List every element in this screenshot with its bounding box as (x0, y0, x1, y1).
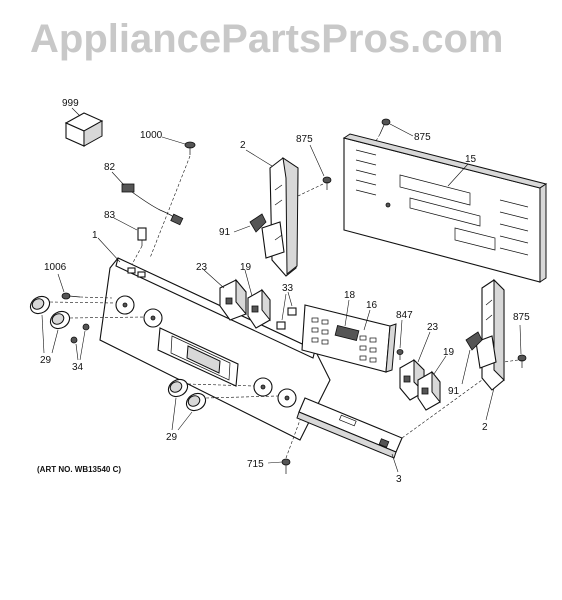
keypad-buttons (311, 317, 377, 363)
label-2-left: 2 (240, 140, 246, 151)
part-999-box (64, 112, 104, 147)
part-875-screw-b (379, 118, 391, 135)
label-875-a: 875 (296, 134, 313, 145)
label-33: 33 (282, 283, 294, 294)
label-16: 16 (366, 300, 378, 311)
label-29-left: 29 (40, 355, 52, 366)
part-34-clips (70, 323, 90, 344)
label-715: 715 (247, 459, 264, 470)
label-34: 34 (72, 362, 84, 373)
label-999: 999 (62, 98, 79, 109)
label-29-lower: 29 (166, 432, 178, 443)
label-1: 1 (92, 230, 98, 241)
label-1000: 1000 (140, 130, 163, 141)
part-2-end-cap-right (475, 278, 505, 391)
label-23-right: 23 (427, 322, 439, 333)
part-91-bracket-right (465, 331, 483, 351)
label-2-right: 2 (482, 422, 488, 433)
part-1-control-panel (99, 257, 331, 441)
part-15-rear-panel (342, 133, 548, 283)
label-91-right: 91 (448, 386, 460, 397)
part-29-knobs-lower (167, 378, 207, 412)
label-19-right: 19 (443, 347, 455, 358)
part-847-screw (396, 349, 404, 360)
part-29-knobs-left (29, 295, 71, 330)
part-19-switch-left (247, 288, 271, 329)
part-19-switch-right (417, 370, 441, 411)
part-91-bracket-left (249, 213, 267, 233)
part-82-wire-harness (121, 183, 184, 226)
label-875-b: 875 (414, 132, 431, 143)
label-23-left: 23 (196, 262, 208, 273)
label-91-left: 91 (219, 227, 231, 238)
callout-labels: 999 1000 82 83 1 1006 29 34 2 91 875 875… (40, 98, 530, 485)
part-33-clips (276, 307, 297, 330)
label-18: 18 (344, 290, 356, 301)
part-875-screw-a (322, 176, 332, 190)
part-1006-screw (61, 292, 81, 300)
label-847: 847 (396, 310, 413, 321)
part-23-switch-left (219, 278, 247, 321)
label-82: 82 (104, 162, 116, 173)
label-19-left: 19 (240, 262, 252, 273)
part-83-clip (137, 227, 147, 246)
part-2-end-cap-left (261, 156, 299, 277)
part-715-screw (281, 458, 291, 474)
label-15: 15 (465, 154, 477, 165)
art-number: (ART NO. WB13540 C) (37, 465, 121, 474)
part-875-screw-c (517, 354, 527, 368)
part-3-trim (296, 397, 403, 459)
part-1000-screw (184, 141, 196, 155)
label-83: 83 (104, 210, 116, 221)
label-3: 3 (396, 474, 402, 485)
watermark-text: AppliancePartsPros.com (30, 17, 504, 61)
label-1006: 1006 (44, 262, 67, 273)
label-875-c: 875 (513, 312, 530, 323)
part-16-18-control-board (301, 304, 397, 373)
